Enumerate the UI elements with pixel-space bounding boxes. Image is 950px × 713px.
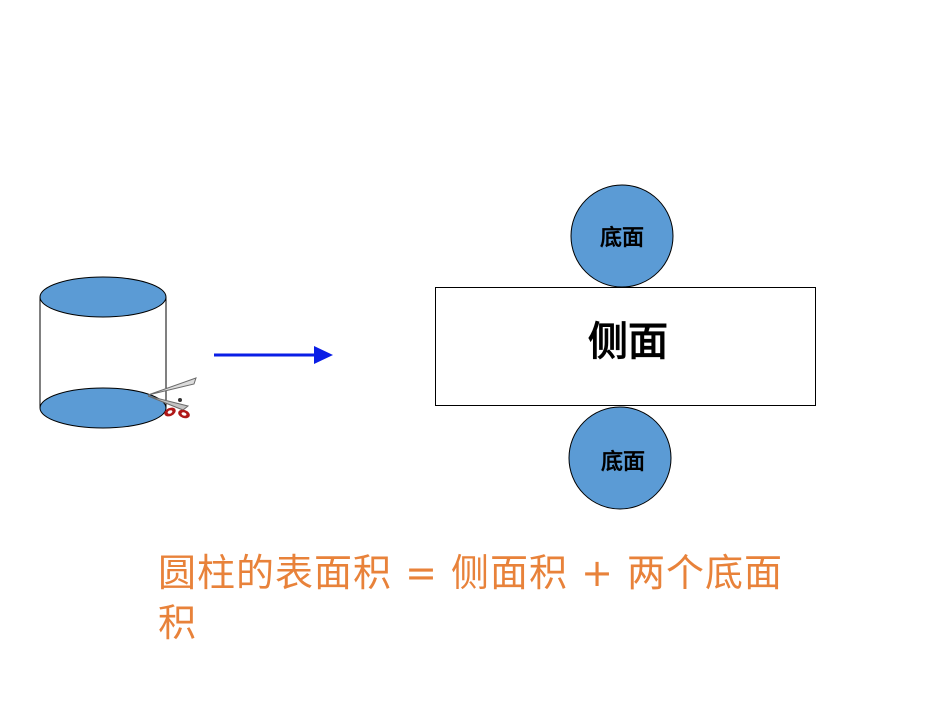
cylinder-top-base [39, 276, 167, 318]
net-lateral-face [435, 287, 816, 406]
lateral-face-label: 侧面 [588, 318, 668, 365]
top-base-label: 底面 [600, 225, 644, 251]
scissors-icon [147, 377, 197, 419]
bottom-base-label: 底面 [601, 449, 645, 475]
arrow-head [314, 346, 333, 364]
net-bottom-base [568, 406, 672, 510]
cylinder-bottom-base [39, 387, 167, 429]
arrow-right-icon [214, 346, 333, 364]
surface-area-formula: 圆柱的表面积 = 侧面积 + 两个底面积 [158, 551, 783, 645]
cylinder [39, 276, 167, 429]
